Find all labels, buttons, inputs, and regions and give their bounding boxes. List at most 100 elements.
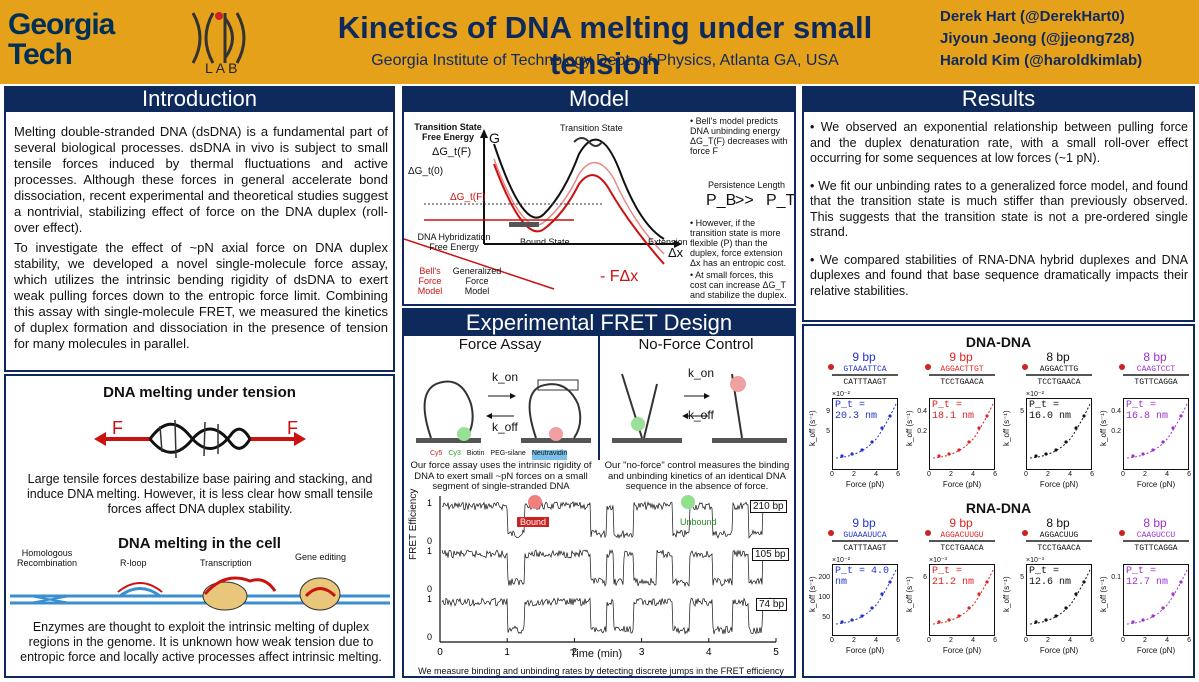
data-point bbox=[1151, 448, 1155, 452]
bp-label: 9 bp bbox=[852, 350, 876, 364]
bp-label: 9 bp bbox=[949, 516, 973, 530]
author-1: Derek Hart (@DerekHart0) bbox=[940, 8, 1125, 25]
lab-logo-icon bbox=[191, 12, 246, 64]
data-point bbox=[1034, 454, 1038, 458]
y-tick: 6 bbox=[923, 574, 927, 581]
trace-y-tick-label: 0 bbox=[427, 536, 432, 546]
y-tick: 0.2 bbox=[917, 428, 927, 435]
trace-x-label: Time (min) bbox=[570, 648, 623, 660]
cy5-marker-icon bbox=[1119, 364, 1125, 370]
data-point bbox=[1141, 618, 1145, 622]
data-point bbox=[1131, 454, 1135, 458]
top-strand-sequence: CAAGUCCU bbox=[1136, 531, 1176, 540]
data-point bbox=[1074, 592, 1078, 596]
legend-biotin: Biotin bbox=[466, 450, 485, 457]
data-point bbox=[985, 580, 989, 584]
data-point bbox=[1082, 414, 1086, 418]
koff-curve bbox=[932, 403, 994, 459]
x-tick: 2 bbox=[852, 637, 856, 644]
unbound-marker-icon bbox=[681, 495, 695, 509]
x-tick: 6 bbox=[1090, 637, 1094, 644]
data-point bbox=[1141, 452, 1145, 456]
bp-label: 9 bp bbox=[949, 350, 973, 364]
exponent-label: ×10⁻² bbox=[832, 391, 850, 398]
results-bullet-3: • We compared stabilities of RNA-DNA hyb… bbox=[810, 252, 1188, 298]
dna-dna-title: DNA-DNA bbox=[965, 334, 1032, 350]
rna-dna-plot-1: 9 bp GUAAAUUCA CATTTAAGT ×10⁻² P_t = 4.0… bbox=[804, 516, 900, 676]
dna-dna-plot-2: 9 bp AGGACTTGT TCCTGAACA P_t = 18.1 nm k… bbox=[901, 350, 997, 510]
bp-label: 8 bp bbox=[1046, 516, 1070, 530]
x-tick-labels: 0 2 4 6 bbox=[927, 471, 997, 478]
results-bullet-2: • We fit our unbinding rates to a genera… bbox=[810, 178, 1188, 240]
pt-value: P_t = 18.1 nm bbox=[932, 400, 990, 422]
melting-cell-heading: DNA melting in the cell bbox=[118, 535, 281, 552]
x-tick: 2 bbox=[1046, 471, 1050, 478]
x-tick: 2 bbox=[1143, 637, 1147, 644]
data-point bbox=[880, 426, 884, 430]
georgia-tech-logo: Georgia Tech bbox=[8, 8, 115, 71]
force-assay-caption: Our force assay uses the intrinsic rigid… bbox=[410, 460, 592, 492]
extension-text: Extension bbox=[648, 237, 688, 247]
x-tick: 2 bbox=[852, 471, 856, 478]
x-tick-labels: 0 2 4 6 bbox=[927, 637, 997, 644]
force-extension-term: - FΔx bbox=[600, 268, 639, 285]
force-label-left: F bbox=[112, 418, 123, 438]
data-point bbox=[1179, 414, 1183, 418]
x-tick-labels: 0 2 4 6 bbox=[1024, 637, 1094, 644]
fret-heading: Experimental FRET Design bbox=[404, 310, 794, 336]
melting-tension-heading: DNA melting under tension bbox=[103, 384, 296, 401]
fret-legend: Cy5 Cy3 Biotin PEG-silane Neutravidin bbox=[430, 450, 590, 460]
data-point bbox=[840, 620, 844, 624]
lab-logo-text: LAB bbox=[205, 60, 241, 76]
kon-label-force: k_on bbox=[492, 370, 519, 384]
data-point bbox=[937, 620, 941, 624]
pt-value: P_t = 16.0 nm bbox=[1029, 400, 1087, 422]
x-tick: 6 bbox=[896, 471, 900, 478]
fret-trace-line bbox=[441, 597, 773, 635]
y-tick-labels: 9 5 bbox=[816, 402, 830, 442]
strand-bar bbox=[1123, 374, 1189, 376]
koff-label-noforce: k_off bbox=[688, 408, 714, 422]
data-point bbox=[977, 592, 981, 596]
delta-gf-label: ΔG_t(F) bbox=[450, 192, 486, 203]
pt-value: P_t = 21.2 nm bbox=[932, 566, 990, 588]
fret-trace-line bbox=[441, 548, 773, 588]
pt-value: P_t = 12.7 nm bbox=[1126, 566, 1184, 588]
force-label-right: F bbox=[287, 418, 298, 438]
data-point bbox=[937, 454, 941, 458]
data-point bbox=[957, 614, 961, 618]
x-tick: 4 bbox=[1165, 471, 1169, 478]
trace-y-tick-label: 1 bbox=[427, 594, 432, 604]
x-tick: 6 bbox=[1187, 637, 1191, 644]
label-homologous-recombination: Homologous Recombination bbox=[16, 548, 78, 568]
top-strand-sequence: AGGACTTG bbox=[1039, 365, 1079, 374]
strand-bar bbox=[929, 540, 995, 542]
data-point bbox=[840, 454, 844, 458]
x-tick: 6 bbox=[1090, 471, 1094, 478]
cy5-marker-icon bbox=[925, 530, 931, 536]
rna-dna-plot-2: 9 bp AGGACUUGU TCCTGAACA ×10⁻³ P_t = 21.… bbox=[901, 516, 997, 676]
data-point bbox=[985, 414, 989, 418]
bottom-strand-sequence: TGTTCAGGA bbox=[1134, 544, 1178, 553]
exponent-label: ×10⁻³ bbox=[929, 557, 947, 564]
unbound-tag: Unbound bbox=[680, 517, 717, 527]
persistence-length-label: Persistence Length bbox=[708, 180, 786, 190]
generalized-model-label: Generalized Force Model bbox=[452, 266, 502, 296]
fit-curve bbox=[1126, 403, 1188, 459]
trace-x-tick-label: 5 bbox=[773, 647, 779, 658]
strand-bar bbox=[832, 374, 898, 376]
x-tick: 0 bbox=[830, 471, 834, 478]
trace-x-tick-label: 3 bbox=[639, 647, 645, 658]
trace-y-tick-label: 0 bbox=[427, 584, 432, 594]
energy-landscape-diagram bbox=[404, 129, 682, 290]
y-tick: 5 bbox=[1020, 408, 1024, 415]
force-axis-label: Force (pN) bbox=[1039, 480, 1079, 489]
x-tick: 6 bbox=[993, 637, 997, 644]
force-axis-label: Force (pN) bbox=[942, 480, 982, 489]
data-point bbox=[1179, 580, 1183, 584]
bottom-strand-sequence: CATTTAAGT bbox=[843, 378, 887, 387]
koff-curve bbox=[835, 569, 897, 625]
force-axis-label: Force (pN) bbox=[845, 646, 885, 655]
top-strand-sequence: AGGACUUGU bbox=[940, 531, 984, 540]
